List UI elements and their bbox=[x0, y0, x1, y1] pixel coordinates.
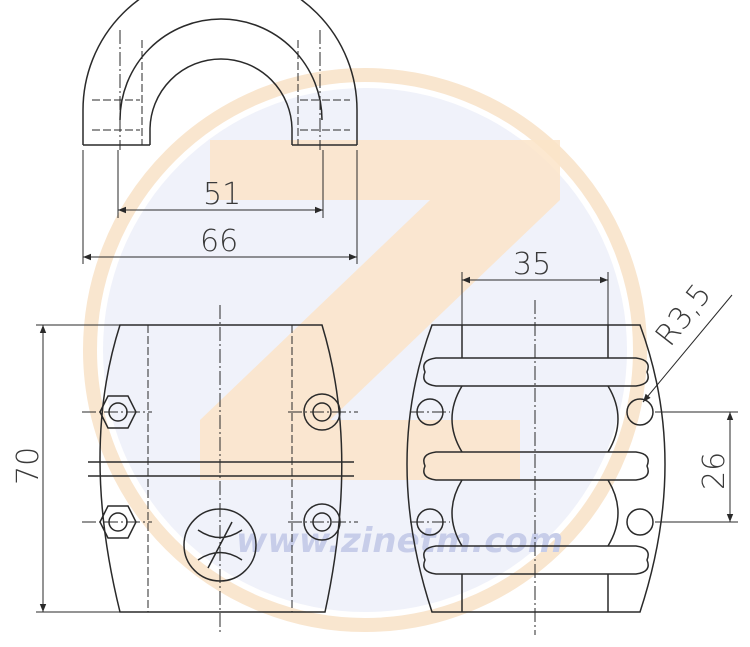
top-view: 51 66 bbox=[82, 0, 358, 264]
dim-35-label: 35 bbox=[513, 247, 551, 282]
bracket-mid-arc bbox=[119, 18, 323, 121]
dim-51-label: 51 bbox=[203, 177, 241, 212]
dim-70-label: 70 bbox=[11, 447, 46, 485]
side-bolt-hole bbox=[626, 508, 654, 536]
logo-mark bbox=[197, 521, 243, 569]
bolt-hole bbox=[312, 402, 332, 422]
hex-nut bbox=[99, 395, 137, 429]
dim-66-label: 66 bbox=[200, 224, 238, 259]
side-bolt-hole bbox=[416, 508, 444, 536]
side-ridge-middle bbox=[423, 451, 649, 481]
side-outline bbox=[406, 324, 666, 613]
side-bolt-hole bbox=[626, 398, 654, 426]
side-ridge-top bbox=[423, 357, 649, 387]
watermark-url: www.zinetm.com bbox=[236, 521, 563, 561]
front-groove bbox=[88, 461, 354, 477]
radius-label: R3,5 bbox=[649, 277, 719, 353]
bolt-head bbox=[303, 503, 341, 541]
side-bolt-hole bbox=[416, 398, 444, 426]
logo-circle bbox=[183, 508, 257, 582]
watermark-bolt bbox=[200, 140, 560, 480]
watermark-ring bbox=[83, 68, 647, 632]
bolt-head bbox=[303, 393, 341, 431]
side-ridge-bottom bbox=[423, 545, 649, 575]
radius-leader bbox=[642, 294, 733, 403]
front-outline bbox=[99, 324, 343, 613]
bracket-inner-arc bbox=[149, 58, 293, 145]
bolt-hole bbox=[108, 512, 128, 532]
bracket-outer-arc bbox=[82, 0, 358, 145]
bracket-hidden-slot bbox=[92, 99, 350, 131]
bolt-hole bbox=[108, 402, 128, 422]
dim-26-label: 26 bbox=[697, 452, 732, 490]
side-neck bbox=[451, 325, 619, 612]
watermark: www.zinetm.com bbox=[83, 68, 647, 632]
bolt-hole bbox=[312, 512, 332, 532]
hex-nut bbox=[99, 505, 137, 539]
front-view: 70 bbox=[11, 305, 358, 632]
